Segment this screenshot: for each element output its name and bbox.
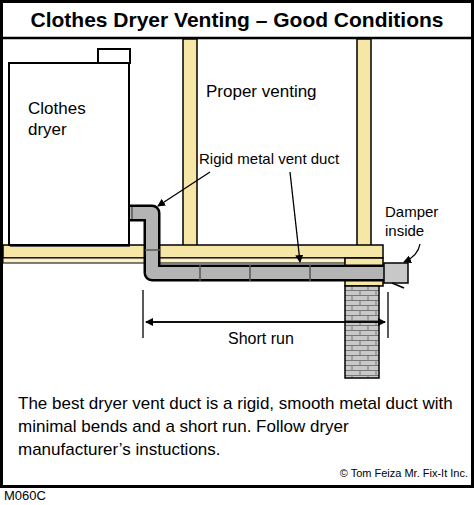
- leader-line: [404, 244, 420, 262]
- dryer-cabinet: Clothes dryer: [8, 62, 130, 246]
- dimension-line: [146, 321, 385, 322]
- damper-hood: [384, 263, 408, 283]
- subfloor: [3, 258, 345, 263]
- duct-joints: [132, 207, 310, 281]
- leader-line: [290, 172, 300, 262]
- wall-stud: [183, 39, 197, 246]
- frame: [2, 2, 473, 487]
- title-rule: [2, 37, 473, 40]
- leader-line: [158, 172, 210, 206]
- duct-outline: [128, 213, 392, 273]
- dryer-console: [98, 49, 130, 63]
- label-text: Proper venting: [206, 82, 317, 102]
- foundation-wall: [345, 286, 379, 378]
- node-text: Clothes dryer: [28, 98, 108, 140]
- label-text: © Tom Feiza Mr. Fix-It Inc.: [232, 467, 468, 480]
- wall-stud: [357, 39, 371, 246]
- damper-flap: [392, 283, 404, 288]
- dimension-line: [146, 321, 385, 322]
- title: Clothes Dryer Venting – Good Conditions: [0, 8, 474, 32]
- caption: The best dryer vent duct is a rigid, smo…: [18, 392, 458, 461]
- label-text: Damper inside: [385, 202, 447, 240]
- label-text: Short run: [225, 330, 297, 348]
- rigid-duct: [128, 213, 392, 273]
- label-text: Rigid metal vent duct: [199, 150, 355, 167]
- label-text: M060C: [4, 489, 46, 504]
- floor: [3, 245, 383, 258]
